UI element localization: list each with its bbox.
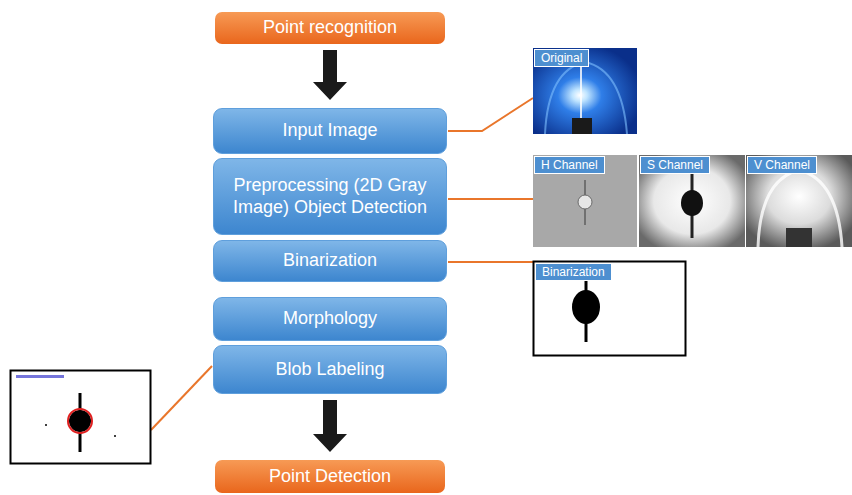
image-tag: Original [534,49,589,67]
image-tag: H Channel [534,156,605,174]
node-text: Binarization [283,250,377,272]
node-text: Morphology [283,308,377,330]
h-channel-image [533,155,637,247]
blob-labeling-image [11,371,151,464]
s-channel-image [639,155,745,247]
end-terminal: Point Detection [215,460,445,493]
flow-arrow [313,50,347,100]
binarization-image [534,262,686,356]
node-text: Input Image [282,120,377,142]
node-text: Blob Labeling [275,359,384,381]
image-tag: S Channel [640,156,710,174]
node-text: Point Detection [269,466,391,488]
image-tag: V Channel [747,156,817,174]
image-tag: Binarization [535,263,612,281]
process-box: Input Image [213,108,447,154]
leader-line [151,98,533,430]
start-terminal: Point recognition [215,12,445,44]
flow-arrow [313,400,347,452]
process-box: Morphology [213,297,447,341]
process-box: Binarization [213,240,447,282]
node-text: Point recognition [263,17,397,39]
original-photo [533,48,637,134]
process-box: Blob Labeling [213,345,447,394]
node-text: Preprocessing (2D Gray Image) Object Det… [222,175,438,218]
process-box: Preprocessing (2D Gray Image) Object Det… [213,158,447,235]
v-channel-image [746,155,852,247]
